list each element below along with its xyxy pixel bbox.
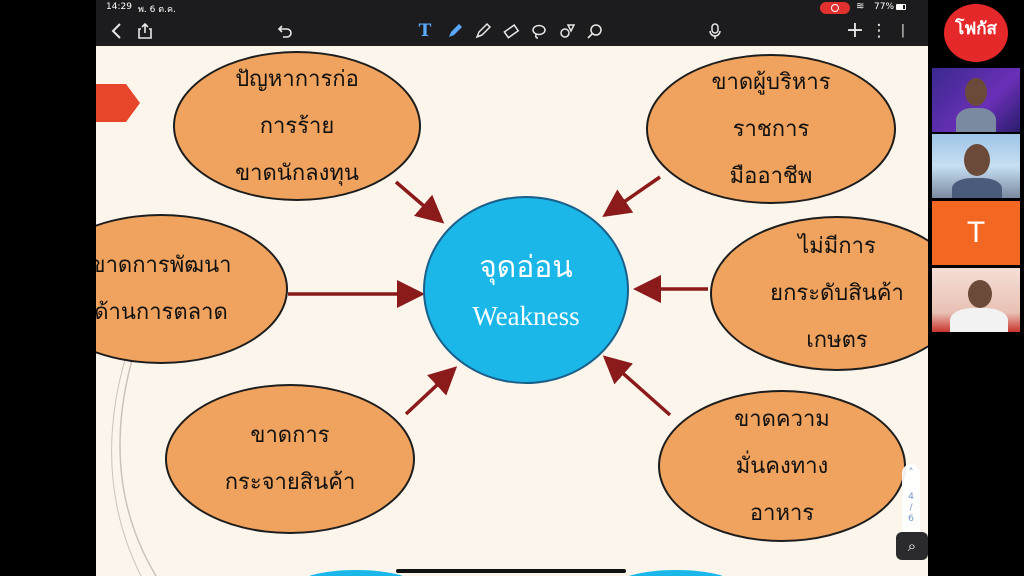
wifi-icon: ≋ (856, 1, 865, 12)
oval-line: เกษตร (806, 328, 868, 353)
arrow-bottom-right (602, 355, 672, 417)
center-title-english: Weakness (472, 301, 580, 331)
arrow-bottom-left (404, 366, 458, 416)
page-up-icon[interactable]: ˄ (908, 466, 914, 479)
channel-logo-tile: โฟกัส (932, 2, 1020, 64)
page-indicator: 4/ 6 (908, 492, 914, 524)
oval-line: ราชการ (732, 116, 810, 142)
participant-face (964, 144, 990, 176)
channel-logo: โฟกัส (944, 4, 1008, 62)
oval-line: การร้าย (259, 113, 335, 139)
share-icon[interactable] (134, 20, 156, 42)
oval-line: ยกระดับสินค้า (770, 281, 904, 306)
undo-icon[interactable] (274, 20, 296, 42)
participant-body (952, 178, 1002, 198)
status-bar: 14:29 พ. 6 ต.ค. ≋ 77% (96, 0, 928, 16)
participants-panel: โฟกัส T (928, 0, 1024, 576)
oval-agricultural-upgrade: ไม่มีการ ยกระดับสินค้า เกษตร (710, 216, 928, 371)
close-edge-icon[interactable]: | (900, 23, 906, 38)
oval-line: ขาดการ (250, 423, 330, 448)
participant-video-1[interactable] (932, 68, 1020, 132)
participant-body (956, 108, 996, 132)
oval-line: กระจายสินค้า (224, 470, 356, 495)
arrow-top-left (394, 180, 445, 224)
screen-record-indicator[interactable] (820, 2, 850, 14)
pen-icon[interactable] (444, 20, 466, 42)
total-pages: 6 (908, 514, 914, 524)
oval-line: ขาดความ (734, 406, 830, 432)
lasso-icon[interactable] (528, 20, 550, 42)
participant-face (965, 78, 987, 106)
status-date: พ. 6 ต.ค. (138, 5, 176, 15)
oval-line: ขาดผู้บริหาร (711, 69, 831, 95)
oval-line: ปัญหาการก่อ (235, 66, 359, 92)
oval-food-security: ขาดความ มั่นคงทาง อาหาร (658, 390, 906, 542)
status-time: 14:29 (106, 2, 132, 12)
slide-canvas[interactable]: ปัญหาการก่อ การร้าย ขาดนักลงทุน ขาดการพั… (96, 46, 928, 576)
participant-video-3[interactable] (932, 268, 1020, 332)
oval-professional-administrators: ขาดผู้บริหาร ราชการ มืออาชีพ (646, 54, 896, 204)
center-title-thai: จุดอ่อน (479, 250, 573, 285)
oval-line: ขาดนักลงทุน (235, 160, 359, 186)
left-black-strip (0, 0, 96, 576)
battery-percent: 77% (874, 2, 895, 12)
zoom-icon[interactable]: ⌕ (896, 532, 928, 560)
arrows-layer (288, 175, 708, 417)
oval-line: มั่นคงทาง (735, 453, 829, 479)
back-chevron-icon[interactable] (106, 20, 128, 42)
text-tool-icon[interactable]: T (418, 21, 432, 41)
microphone-icon[interactable] (704, 20, 726, 42)
oval-line: ขาดการพัฒนา (96, 253, 232, 278)
eraser-icon[interactable] (500, 20, 522, 42)
ipad-screen: 14:29 พ. 6 ต.ค. ≋ 77% T (96, 0, 928, 576)
oval-product-distribution: ขาดการ กระจายสินค้า (165, 384, 415, 534)
notes-toolbar: T + ⋮ | (96, 16, 928, 46)
participant-body (950, 308, 1008, 332)
participant-avatar-tile[interactable]: T (932, 201, 1020, 265)
highlighter-icon[interactable] (472, 20, 494, 42)
oval-line: มืออาชีพ (729, 163, 813, 189)
add-icon[interactable]: + (845, 18, 865, 43)
image-icon[interactable] (584, 20, 606, 42)
participant-video-2[interactable] (932, 134, 1020, 198)
logo-text: โฟกัส (955, 19, 997, 39)
more-icon[interactable]: ⋮ (870, 21, 888, 41)
battery-icon (896, 4, 906, 10)
participant-face (968, 280, 992, 308)
shapes-icon[interactable] (556, 20, 578, 42)
avatar-initial: T (966, 216, 986, 249)
home-indicator (396, 569, 626, 573)
oval-line: อาหาร (749, 500, 815, 526)
oval-line: ไม่มีการ (798, 234, 876, 259)
arrow-top-right (602, 175, 661, 217)
current-page: 4 (908, 492, 914, 502)
record-icon (831, 4, 839, 12)
weakness-center-circle: จุดอ่อน Weakness (423, 196, 629, 384)
oval-terrorism-investors: ปัญหาการก่อ การร้าย ขาดนักลงทุน (173, 51, 421, 201)
oval-line: ด้านการตลาด (96, 300, 228, 325)
slide-decoration (96, 84, 723, 576)
